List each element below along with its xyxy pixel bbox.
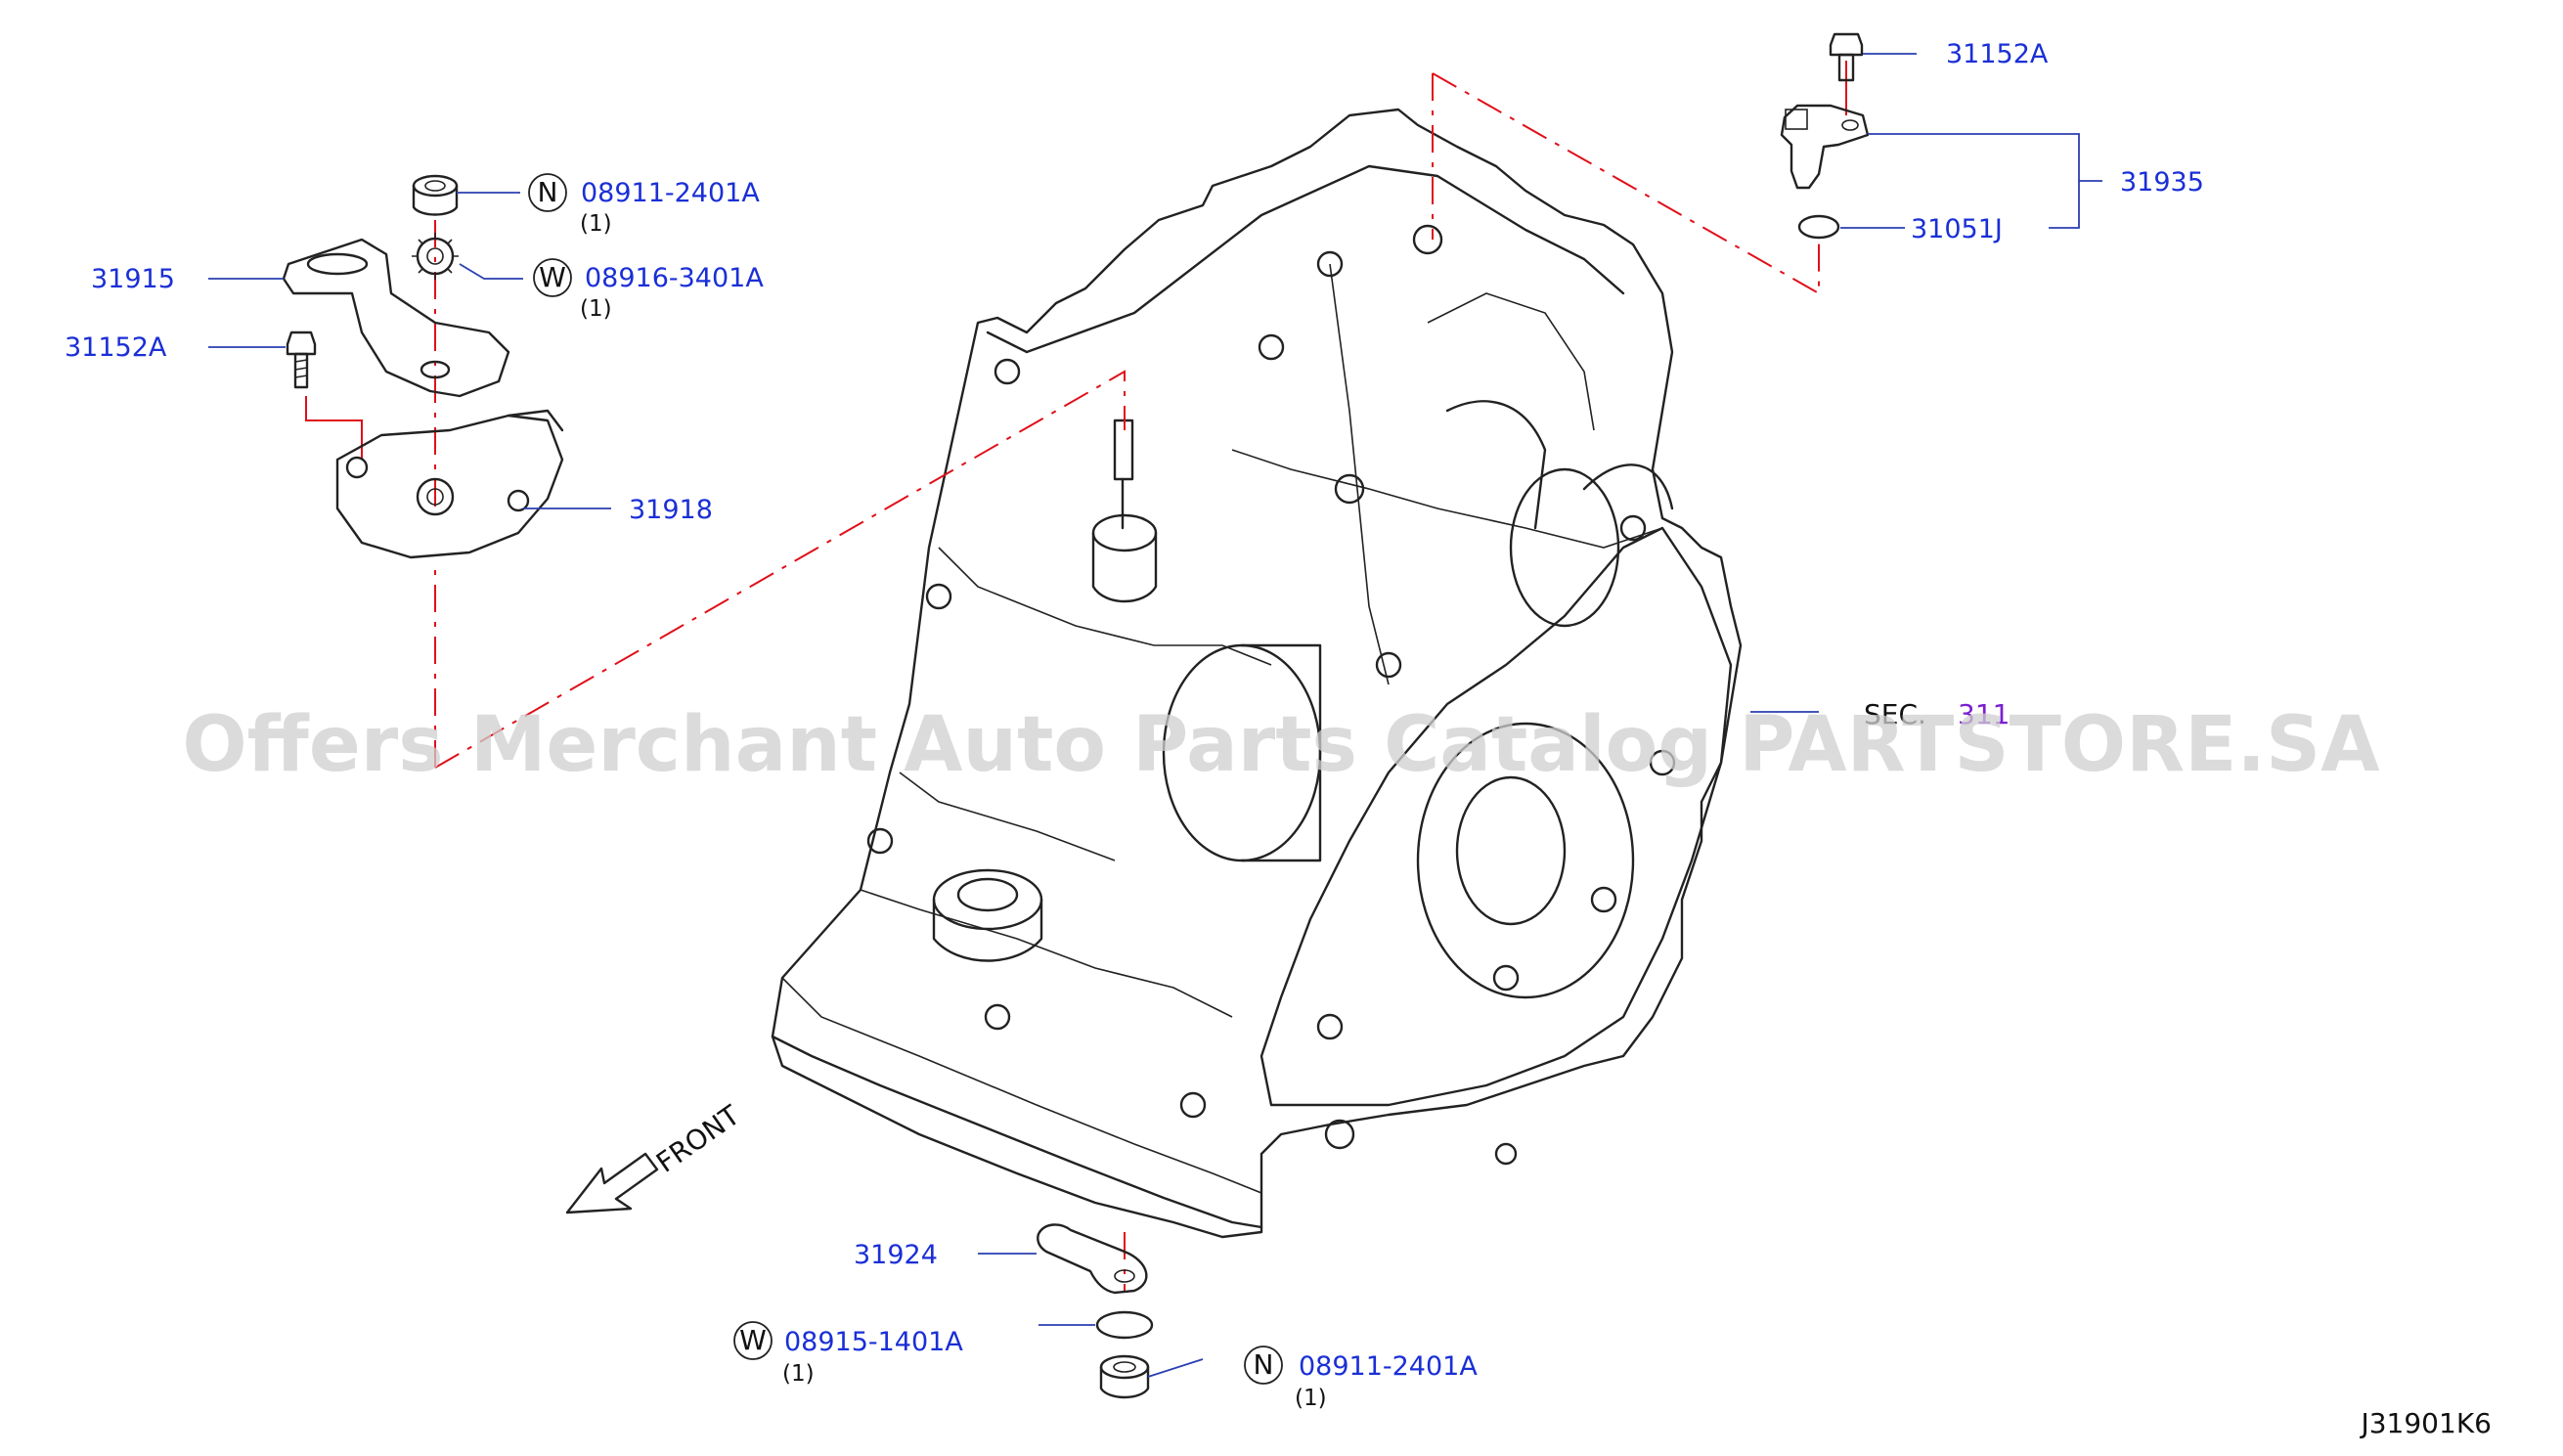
- part-number: 08911-2401A: [1299, 1351, 1478, 1382]
- callout-prefix: N: [1254, 1348, 1274, 1381]
- quantity: (1): [580, 211, 612, 237]
- washer-08916: [412, 233, 459, 280]
- part-number: 08915-1401A: [784, 1327, 963, 1357]
- washer-08915: [1095, 1310, 1154, 1340]
- front-label: FRONT: [650, 1098, 746, 1178]
- front-indicator: FRONT: [565, 1098, 746, 1214]
- sec-label: SEC.: [1864, 698, 1926, 730]
- quantity: (1): [580, 296, 612, 322]
- front-arrow-icon: [565, 1152, 659, 1214]
- nut-08911-top: [412, 174, 459, 216]
- bolt-holes: [866, 224, 1676, 1166]
- diagram-code: J31901K6: [2359, 1407, 2492, 1439]
- speed-sensor-31935: [1780, 104, 1870, 190]
- alignment-lines: [305, 61, 1847, 1291]
- o-ring-31051j: [1797, 214, 1840, 240]
- plate-31924: [1037, 1223, 1148, 1295]
- section-reference[interactable]: SEC. 311: [1864, 698, 2010, 730]
- callout-prefix: W: [539, 261, 566, 293]
- nut-08911-bottom: [1099, 1354, 1150, 1399]
- part-number-31152a-right[interactable]: 31152A: [1946, 39, 2049, 69]
- quantity: (1): [782, 1361, 815, 1387]
- part-number-31915[interactable]: 31915: [91, 264, 175, 294]
- leader-lines: [208, 53, 2102, 1378]
- callout-w-08916[interactable]: W 08916-3401A (1): [533, 258, 764, 322]
- callout-n-08911-bottom[interactable]: N 08911-2401A (1): [1244, 1346, 1478, 1411]
- part-number-31918[interactable]: 31918: [629, 495, 713, 525]
- transmission-case: [771, 108, 1743, 1239]
- callout-prefix: N: [538, 176, 558, 208]
- sec-number: 311: [1958, 698, 2010, 730]
- part-number-31924[interactable]: 31924: [854, 1240, 938, 1270]
- callout-n-08911-top[interactable]: N 08911-2401A (1): [528, 173, 760, 237]
- watermark: Offers Merchant Auto Parts Catalog PARTS…: [182, 701, 2379, 789]
- bracket-31915: [282, 238, 510, 398]
- part-number-31152a-left[interactable]: 31152A: [65, 332, 167, 363]
- callout-prefix: W: [739, 1324, 767, 1356]
- bolt-31152a-left: [286, 331, 317, 389]
- callout-w-08915[interactable]: W 08915-1401A (1): [733, 1321, 963, 1387]
- part-number-31051j[interactable]: 31051J: [1911, 214, 2003, 244]
- part-number: 08916-3401A: [585, 263, 764, 293]
- bolt-31152a-right: [1829, 32, 1864, 82]
- sensor-31918: [335, 409, 564, 559]
- part-number: 08911-2401A: [581, 178, 760, 208]
- quantity: (1): [1295, 1386, 1327, 1411]
- part-number-31935[interactable]: 31935: [2120, 167, 2204, 198]
